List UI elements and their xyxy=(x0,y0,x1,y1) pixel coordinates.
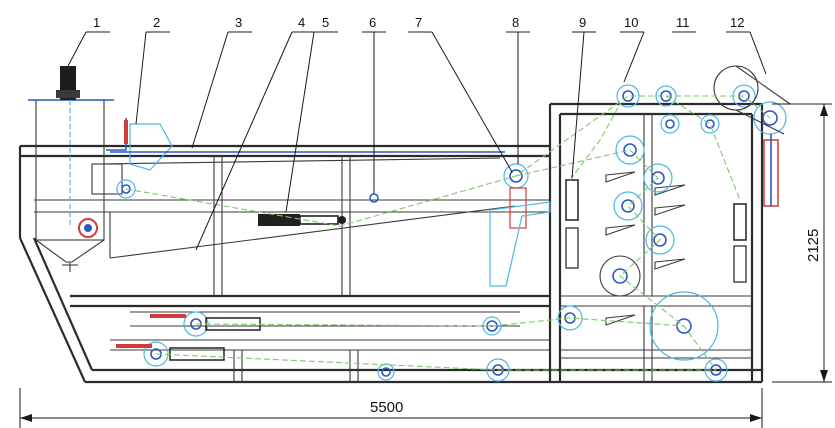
length-value: 5500 xyxy=(370,399,403,416)
callout-8: 8 xyxy=(512,15,519,30)
callout-4: 4 xyxy=(298,15,305,30)
belt-path xyxy=(125,95,771,371)
height-dimension: 2125 xyxy=(772,103,832,383)
feed-tank xyxy=(28,66,114,272)
height-value: 2125 xyxy=(805,229,822,262)
length-dimension: 5500 xyxy=(19,388,763,428)
main-frame xyxy=(18,144,762,384)
callout-numbers: 1 2 3 4 5 6 7 8 9 10 11 12 xyxy=(93,15,744,30)
callout-2: 2 xyxy=(153,15,160,30)
callout-leaders xyxy=(67,31,767,251)
press-tower-frame xyxy=(548,102,764,382)
callout-12: 12 xyxy=(730,15,744,30)
callout-11: 11 xyxy=(676,15,690,30)
tower-cylinders xyxy=(509,179,747,283)
lower-cylinders xyxy=(116,314,261,361)
callout-10: 10 xyxy=(624,15,638,30)
callout-1: 1 xyxy=(93,15,100,30)
callout-5: 5 xyxy=(322,15,329,30)
callout-7: 7 xyxy=(415,15,422,30)
sensor xyxy=(369,193,379,203)
distributor xyxy=(106,118,173,171)
filtrate-hopper xyxy=(489,201,551,287)
callout-9: 9 xyxy=(579,15,586,30)
callout-3: 3 xyxy=(235,15,242,30)
callout-6: 6 xyxy=(369,15,376,30)
